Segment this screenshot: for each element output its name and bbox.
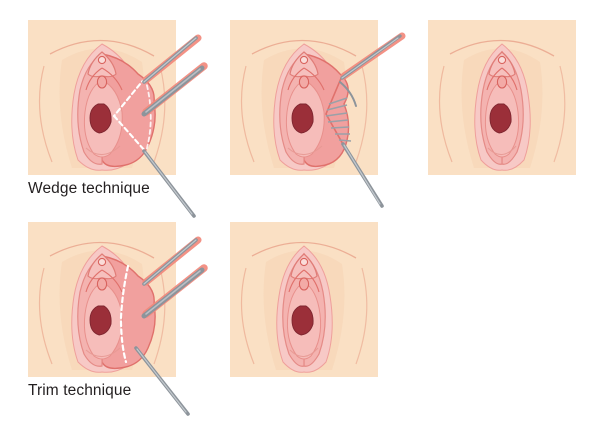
caption-wedge-technique: Wedge technique [28, 180, 150, 197]
introitus [291, 103, 314, 134]
incision-upper-limb [112, 76, 147, 118]
skin-crease-right [153, 267, 166, 365]
vulva-anatomy-trim-result [276, 245, 333, 373]
forceps-upper-icon [142, 34, 202, 84]
frenulum-left [288, 269, 305, 293]
frenulum-right [501, 67, 518, 91]
skin-crease-left [240, 267, 255, 365]
clitoris [97, 257, 107, 267]
suture-5 [330, 126, 350, 129]
frenulum-left [85, 67, 103, 91]
skin-crease-left [240, 65, 255, 163]
vulva-anatomy-wedge-result [474, 43, 531, 171]
suture-1 [328, 97, 348, 105]
skin-crease-right [553, 65, 566, 163]
incision-closing-arc [144, 77, 152, 153]
frenulum-left [85, 269, 103, 293]
caption-trim-technique: Trim technique [28, 382, 132, 399]
frenulum-right [303, 67, 325, 91]
clitoris [497, 55, 507, 65]
incision-lower-limb [112, 114, 148, 154]
frenulum-right [101, 67, 123, 91]
suture-needle-icon [339, 81, 357, 107]
urethral-meatus [298, 277, 310, 291]
skin-crease-top [49, 241, 155, 259]
perineum-fold [289, 347, 319, 358]
forceps-upper-icon [142, 236, 202, 286]
panel-trim-result [230, 222, 378, 377]
urethral-meatus [496, 75, 508, 89]
perineum-fold [487, 145, 517, 156]
incision-linear [119, 264, 130, 364]
perineum-fold [85, 347, 121, 358]
clitoris [97, 55, 107, 65]
suture-4 [327, 119, 349, 123]
skin-crease-right [355, 267, 368, 365]
frenulum-left [287, 67, 305, 91]
instrument-group-wedge-suturing [339, 32, 406, 208]
perineum-fold [287, 145, 323, 156]
scalpel-icon [142, 149, 196, 218]
urethral-meatus [298, 75, 310, 89]
skin-crease-right [153, 65, 166, 163]
wedge-closure-line [325, 75, 345, 147]
skin-crease-top [251, 39, 357, 57]
introitus [291, 305, 314, 336]
clitoris [299, 55, 309, 65]
instrument-group-trim-marking [134, 236, 208, 416]
skin-crease-left [38, 65, 53, 163]
instrument-group-wedge-marking [141, 34, 208, 218]
forceps-lower-icon [141, 62, 208, 117]
urethral-meatus [96, 75, 108, 89]
dashed-incision-wedge [112, 76, 152, 154]
forceps-lower-icon [341, 142, 384, 208]
introitus [489, 103, 512, 134]
skin-crease-left [438, 65, 453, 163]
perineum-fold [85, 145, 121, 156]
frenulum-right [101, 269, 123, 293]
frenulum-right [303, 269, 320, 293]
panel-trim-marking [28, 222, 208, 416]
skin-crease-left [38, 267, 53, 365]
urethral-meatus [96, 277, 108, 291]
frenulum-left [486, 67, 503, 91]
vulva-anatomy-wedge-suturing [273, 43, 350, 171]
needle-driver-icon [340, 32, 406, 80]
skin-crease-right [355, 65, 368, 163]
introitus [89, 305, 112, 336]
introitus [89, 103, 112, 134]
clitoris [299, 257, 309, 267]
panel-wedge-result [428, 20, 576, 175]
panel-wedge-suturing [230, 20, 406, 208]
skin-crease-top [49, 39, 155, 57]
suture-2 [326, 104, 348, 111]
suture-7 [338, 139, 352, 142]
dashed-incision-trim [119, 264, 130, 364]
skin-crease-top [449, 39, 555, 57]
scalpel-icon [134, 346, 190, 416]
suture-3 [325, 112, 348, 117]
skin-crease-top [251, 241, 357, 259]
suture-group [325, 97, 352, 142]
panel-wedge-marking [28, 20, 208, 218]
forceps-lower-icon [141, 264, 208, 319]
